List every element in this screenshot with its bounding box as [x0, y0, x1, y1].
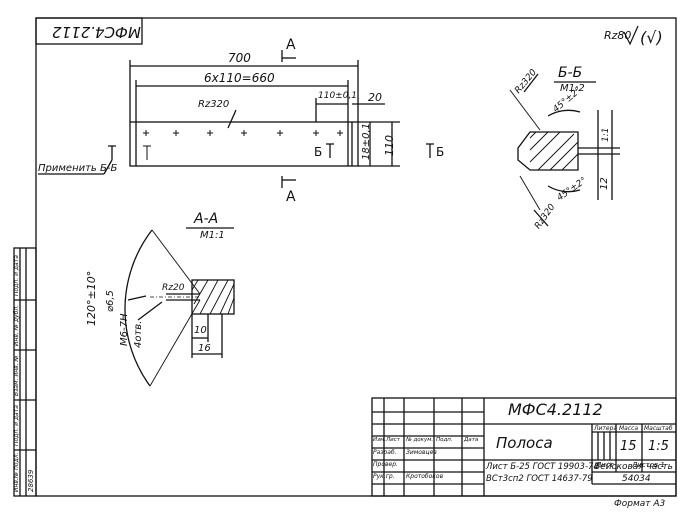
section-aa-thread: М6-7Н — [119, 313, 130, 346]
dim-edge: 20 — [368, 91, 382, 104]
section-bb-dim-side: 12 — [599, 177, 610, 190]
roughness-check-mark: (√) — [640, 28, 663, 47]
title-scale-value: 1:5 — [648, 439, 669, 454]
title-block — [371, 397, 677, 497]
dim-700: 700 — [228, 51, 251, 65]
tb-row2-role: Провер. — [373, 461, 398, 468]
side-stamp-value: 28639 — [27, 469, 35, 492]
title-format: Формат А3 — [614, 499, 666, 509]
section-bb-scale: М1:2 — [560, 83, 585, 94]
side-stamp-line4: Инв. № дубл. — [13, 304, 20, 346]
section-aa-scale: М1:1 — [200, 230, 225, 241]
section-aa-holes: 4отв. — [133, 320, 144, 348]
strip-outline — [129, 121, 359, 167]
section-aa-diam: ⌀6,5 — [105, 290, 116, 312]
dim-height: 110 — [383, 135, 396, 156]
side-stamp-line2: Подп. и дата — [13, 405, 20, 446]
section-b-mid-letter: Б — [314, 145, 323, 159]
tb-row3-name: Кротобоков — [406, 473, 444, 480]
section-a-top-letter: А — [286, 37, 296, 53]
tb-row0-doc: № докум. — [406, 437, 434, 443]
tb-row0-sign: Подп. — [436, 437, 453, 443]
apply-note: Применить Б-Б — [38, 163, 118, 174]
tb-row0-name: Лист — [386, 437, 400, 443]
section-bb-body — [517, 131, 579, 171]
title-material-1: Лист Б-25 ГОСТ 19903-74 — [486, 462, 599, 472]
section-aa-angle: 120°±10° — [85, 270, 98, 326]
title-designation: МФС4.2112 — [508, 400, 603, 419]
dim-half-height: 18±0,1 — [361, 122, 372, 160]
title-mass-value: 15 — [620, 439, 637, 454]
title-header-scale: Масштаб — [644, 425, 673, 432]
code-box — [35, 17, 143, 45]
dim-pitch: 110±0,1 — [318, 91, 358, 101]
title-sheets-label: Листов 1 — [632, 461, 665, 469]
roughness-top-view: Rz320 — [198, 99, 230, 110]
title-org-2: 54034 — [622, 474, 651, 484]
section-a-bottom-letter: А — [286, 189, 296, 205]
section-aa-depth-10: 10 — [194, 325, 207, 336]
side-stamp-line1: Инв.№ подл. — [13, 452, 20, 493]
tb-row3-role: Рук.гр. — [373, 473, 395, 480]
title-header-mass: Масса — [619, 425, 639, 432]
dim-chain: 6x110=660 — [204, 71, 275, 85]
side-stamp-box — [13, 247, 37, 497]
side-stamp-line3: Взам. инв. № — [13, 355, 20, 396]
section-bb-title: Б-Б — [558, 65, 583, 81]
section-b-right-letter: Б — [436, 145, 445, 159]
title-org-1: Вейсковая часть — [594, 462, 673, 472]
title-header-litera: Литера — [594, 425, 618, 432]
title-sheet-label: Лист — [596, 461, 614, 469]
doc-code-rotated: МФС4.2112 — [52, 23, 141, 41]
title-material-2: ВСт3сп2 ГОСТ 14637-79 — [486, 474, 593, 484]
side-stamp-line5: Подп. и дата — [13, 255, 20, 296]
tb-row1-name: Зимовцев — [406, 449, 437, 456]
tb-row1-role: Разраб. — [373, 449, 397, 456]
section-aa-roughness: Rz20 — [162, 283, 185, 293]
tb-row0-date: Дата — [464, 437, 479, 443]
tb-row0-role: Изм. — [373, 437, 386, 443]
section-aa-depth-16: 16 — [198, 343, 211, 354]
general-roughness-label: Rz80 — [604, 29, 632, 42]
title-name: Полоса — [496, 434, 553, 452]
section-aa-title: А-А — [194, 211, 219, 227]
section-bb-dim-small: 1:1 — [601, 127, 611, 142]
